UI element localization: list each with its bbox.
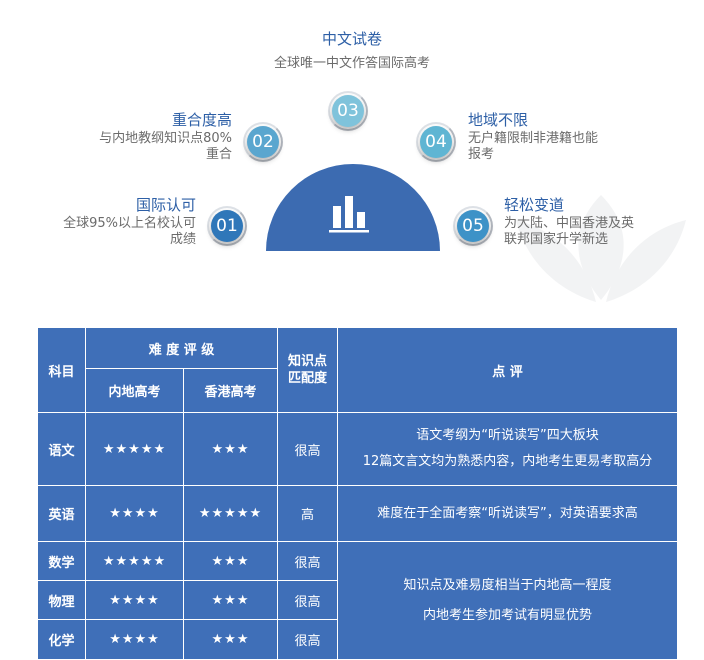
feature-desc: 全球唯一中文作答国际高考 <box>273 56 430 71</box>
comparison-table: 科目 难 度 评 级 知识点 匹配度 点 评 内地高考 香港高考 语文 ★★★★… <box>37 327 679 660</box>
feature-easy-switch: 轻松变道 为大陆、中国香港及英 联邦国家升学新选 <box>504 196 674 248</box>
badge-ring <box>328 91 368 131</box>
badge-ring <box>453 206 493 246</box>
feature-no-region-limit: 地域不限 无户籍限制非港籍也能 报考 <box>468 111 648 163</box>
hongkong-rating: ★★★ <box>182 619 279 660</box>
table-row: 化学 ★★★★ ★★★ 很高 <box>37 619 678 660</box>
subject-cell: 英语 <box>37 485 86 542</box>
hongkong-rating: ★★★★★ <box>182 485 279 542</box>
hongkong-rating: ★★★ <box>182 580 279 620</box>
table-row: 语文 ★★★★★ ★★★ 很高 语文考纲为“听说读写”四大板块 12篇文言文均为… <box>37 412 679 486</box>
mainland-rating: ★★★★ <box>85 619 184 660</box>
feature-title: 中文试卷 <box>321 30 382 48</box>
comment-cell: 语文考纲为“听说读写”四大板块 12篇文言文均为熟悉内容，内地考生更易考取高分 <box>337 412 679 486</box>
feature-desc-line1: 与内地教纲知识点80% <box>99 131 232 146</box>
match-cell: 高 <box>277 485 339 542</box>
table-row: 数学 ★★★★★ ★★★ 很高 知识点及难易度相当于内地高一程度 内地考生参加考… <box>37 541 679 660</box>
hongkong-rating: ★★★ <box>182 541 279 581</box>
badge-05: 05 <box>457 210 489 242</box>
subject-cell: 物理 <box>37 580 86 620</box>
lotus-watermark-icon <box>516 195 686 302</box>
hongkong-rating: ★★★ <box>182 412 279 486</box>
match-cell: 很高 <box>277 580 339 620</box>
header-subject: 科目 <box>37 327 86 413</box>
header-match-line2: 匹配度 <box>288 371 328 386</box>
comment-line: 语文考纲为“听说读写”四大板块 <box>416 428 599 443</box>
subject-cell: 化学 <box>37 619 86 660</box>
feature-title: 重合度高 <box>171 111 232 129</box>
header-mainland: 内地高考 <box>85 368 184 413</box>
badge-03: 03 <box>332 95 364 127</box>
mainland-rating: ★★★★ <box>85 580 184 620</box>
badge-04: 04 <box>420 126 452 158</box>
badge-02: 02 <box>247 126 279 158</box>
bar-chart-icon <box>329 196 369 233</box>
subject-cell: 语文 <box>37 412 86 486</box>
match-cell: 很高 <box>277 619 339 660</box>
feature-desc-line1: 无户籍限制非港籍也能 <box>468 131 599 146</box>
feature-desc-line1: 为大陆、中国香港及英 <box>504 216 635 231</box>
feature-desc-line2: 联邦国家升学新选 <box>504 232 609 247</box>
match-cell: 很高 <box>277 412 339 486</box>
header-hongkong: 香港高考 <box>182 368 279 413</box>
mainland-rating: ★★★★★ <box>85 412 184 486</box>
feature-desc-line1: 全球95%以上名校认可 <box>63 216 196 231</box>
comment-line: 知识点及难易度相当于内地高一程度 <box>403 577 612 593</box>
badge-ring <box>243 122 283 162</box>
feature-title: 地域不限 <box>468 111 529 129</box>
table-row: 物理 ★★★★ ★★★ 很高 <box>37 580 678 620</box>
comment-line: 12篇文言文均为熟悉内容，内地考生更易考取高分 <box>362 454 653 469</box>
feature-title: 轻松变道 <box>504 196 565 214</box>
comment-cell: 知识点及难易度相当于内地高一程度 内地考生参加考试有明显优势 <box>337 541 679 660</box>
badge-ring <box>207 206 247 246</box>
comment-cell: 难度在于全面考察“听说读写”，对英语要求高 <box>337 485 679 542</box>
header-comment: 点 评 <box>337 327 679 413</box>
comment-line: 内地考生参加考试有明显优势 <box>423 607 593 623</box>
mainland-rating: ★★★★ <box>85 485 184 542</box>
feature-chinese-paper: 中文试卷 全球唯一中文作答国际高考 <box>230 30 474 72</box>
feature-international-recognition: 国际认可 全球95%以上名校认可 成绩 <box>38 196 196 248</box>
feature-desc-line2: 重合 <box>205 147 232 162</box>
feature-high-overlap: 重合度高 与内地教纲知识点80% 重合 <box>60 111 232 163</box>
subject-cell: 数学 <box>37 541 86 581</box>
header-difficulty: 难 度 评 级 <box>84 327 279 369</box>
feature-desc-line2: 报考 <box>468 147 495 162</box>
feature-desc-line2: 成绩 <box>169 232 196 247</box>
badge-ring <box>416 122 456 162</box>
header-match: 知识点 匹配度 <box>277 327 339 413</box>
header-match-line1: 知识点 <box>288 354 328 369</box>
table-row: 英语 ★★★★ ★★★★★ 高 难度在于全面考察“听说读写”，对英语要求高 <box>37 485 679 542</box>
match-cell: 很高 <box>277 541 339 581</box>
badge-01: 01 <box>211 210 243 242</box>
feature-title: 国际认可 <box>135 196 196 214</box>
mainland-rating: ★★★★★ <box>85 541 184 581</box>
